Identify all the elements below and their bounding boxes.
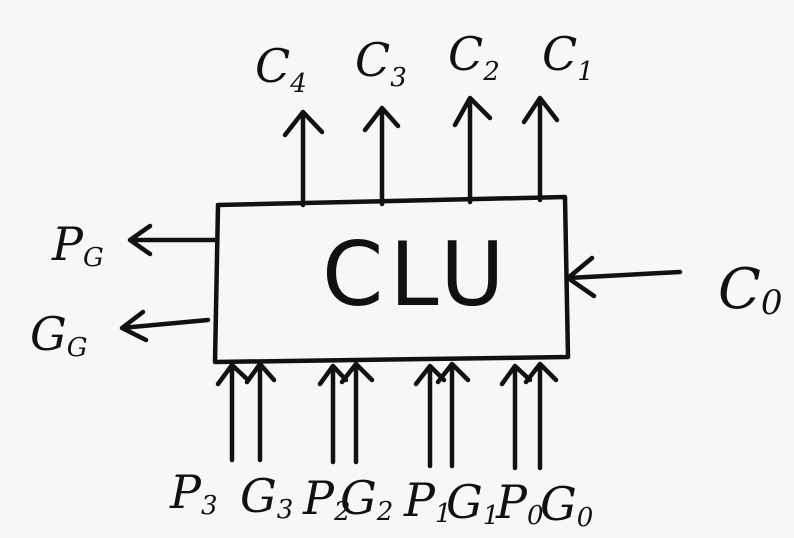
g2-label: G2 [340, 471, 393, 527]
c3-arrow [362, 105, 401, 207]
p2-label: P2 [302, 471, 351, 527]
g1-label: G1 [446, 475, 499, 531]
clu-block [212, 194, 571, 365]
p3-label: P3 [169, 465, 218, 521]
c4-label: C4 [255, 39, 307, 99]
pg-label: PG [51, 217, 104, 273]
g0-arrow [523, 361, 559, 471]
p0-label: P0 [495, 475, 544, 531]
bottom-input-arrows [215, 361, 559, 471]
g1-arrow [435, 361, 471, 469]
c1-label: C1 [542, 27, 594, 87]
p2-arrow [317, 363, 349, 465]
p0-arrow [499, 363, 533, 471]
gg-label: GG [30, 307, 88, 363]
p1-label: P1 [403, 473, 452, 529]
g3-label: G3 [240, 469, 293, 525]
c0-label: C0 [718, 257, 783, 323]
p1-arrow [413, 363, 447, 469]
p3-arrow [215, 362, 251, 463]
c2-arrow [452, 95, 493, 205]
g2-arrow [339, 361, 375, 465]
carry-output-arrows [282, 95, 560, 208]
clu-label: CLU [322, 223, 511, 326]
c0-arrow [565, 255, 683, 299]
c1-arrow [521, 95, 560, 203]
pg-arrow [127, 223, 219, 257]
g3-arrow [244, 361, 277, 463]
c2-label: C2 [448, 27, 500, 87]
c4-arrow [282, 109, 325, 208]
g0-label: G0 [540, 477, 593, 533]
gg-arrow [119, 309, 211, 343]
c3-label: C3 [355, 33, 407, 93]
